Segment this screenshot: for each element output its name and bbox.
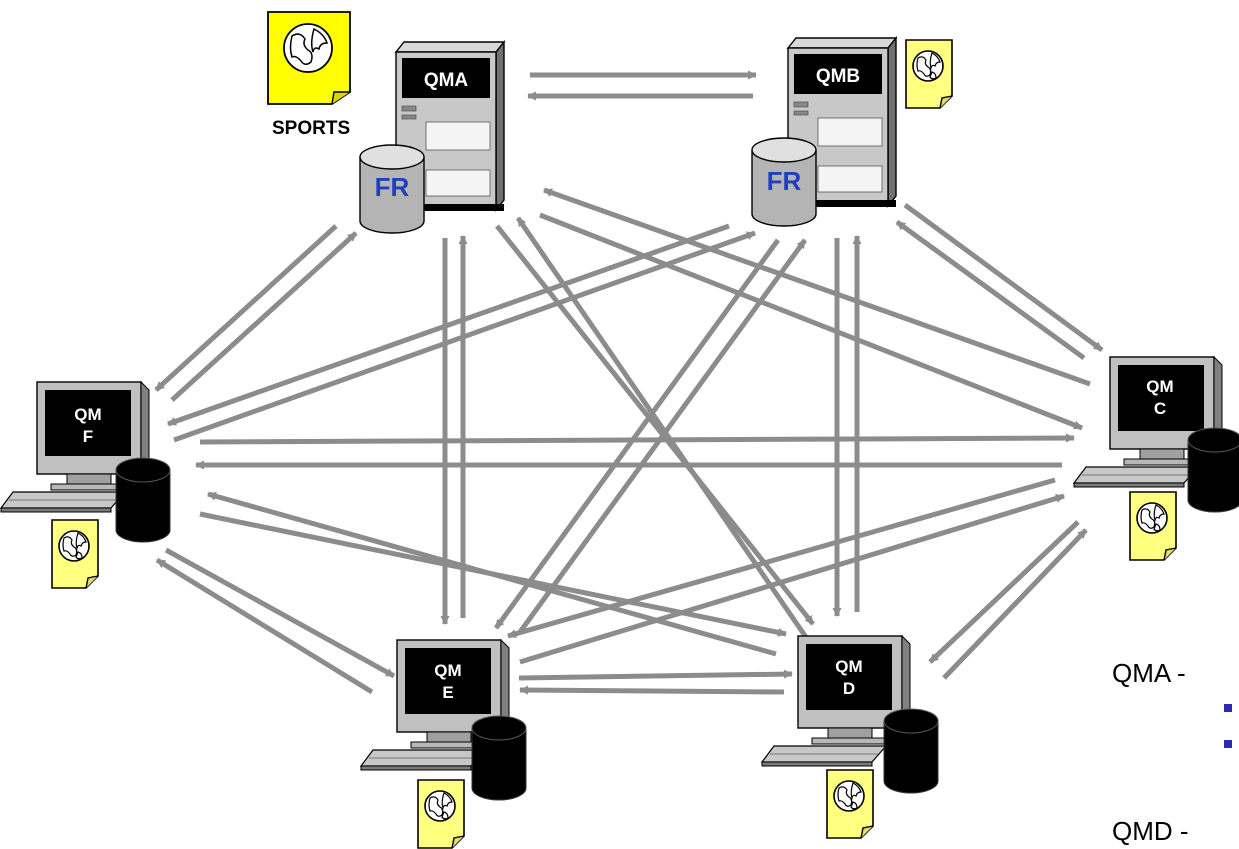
arrow-qmb-qmf <box>167 223 730 427</box>
repository-cylinder-qma: FR <box>359 144 425 234</box>
side-label-qma: QMA - <box>1112 658 1186 688</box>
bullet-marker-2 <box>1224 740 1232 748</box>
cluster-label: SPORTS <box>272 118 350 139</box>
server-qma-label: QMA <box>424 70 469 91</box>
document-icon-qmf <box>51 519 99 589</box>
sports-document-icon <box>267 11 351 105</box>
document-icon-qmc <box>1129 491 1177 561</box>
document-icon-qmb <box>905 39 953 109</box>
queue-cylinder-qme <box>471 715 527 801</box>
queue-manager-qmf[interactable]: QM F <box>0 381 171 543</box>
qme-label-line2: E <box>442 683 453 702</box>
repository-cylinder-qmb: FR <box>751 137 817 227</box>
qmc-label-line1: QM <box>1146 377 1173 396</box>
arrow-qmc-qme <box>507 477 1056 639</box>
queue-cylinder-qmc <box>1187 427 1239 513</box>
arrow-qme-qmc <box>519 493 1065 665</box>
arrow-qme-qmb <box>517 238 808 634</box>
repository-label-qmb: FR <box>767 166 802 196</box>
queue-cylinder-qmf <box>115 457 171 543</box>
qme-label-line1: QM <box>434 661 461 680</box>
arrow-qmd-qmc <box>942 528 1088 680</box>
arrow-qmd-qme <box>519 685 785 695</box>
arrow-qme-qmf <box>155 557 374 695</box>
arrow-qmc-qmb <box>895 219 1086 361</box>
arrow-qmb-qme <box>493 238 781 630</box>
arrow-qmd-qmf <box>207 491 777 657</box>
side-label-qmd: QMD - <box>1112 816 1189 846</box>
queue-cylinder-qmd <box>883 708 939 794</box>
arrow-qmc-qmd <box>928 520 1080 664</box>
arrow-qme-qmd <box>518 669 793 681</box>
qmf-label-line1: QM <box>74 405 101 424</box>
arrow-qma-qmc <box>539 212 1083 431</box>
arrow-qmf-qmc <box>199 433 1075 445</box>
arrow-qma-qmd <box>495 224 815 626</box>
qmf-label-line2: F <box>83 427 93 446</box>
arrow-qmc-qma <box>543 187 1091 387</box>
qmd-label-line2: D <box>843 679 855 698</box>
document-icon-qme <box>417 779 465 849</box>
document-icon-qmd <box>826 769 874 839</box>
arrow-qmb-qmc <box>903 202 1104 353</box>
bullet-marker-1 <box>1224 704 1232 712</box>
arrow-qma-qmf <box>154 224 338 392</box>
connection-arrows <box>154 70 1104 695</box>
qmc-label-line2: C <box>1154 399 1166 418</box>
queue-manager-qmd[interactable]: QM D <box>761 635 939 794</box>
server-qmb-label: QMB <box>816 66 860 87</box>
server-qma[interactable]: QMA FR <box>359 41 505 234</box>
arrow-qmf-qma <box>170 231 358 402</box>
queue-manager-qmc[interactable]: QM C <box>1073 356 1239 513</box>
repository-label-qma: FR <box>375 172 410 202</box>
server-qmb[interactable]: QMB FR <box>751 37 897 227</box>
arrow-qmf-qme <box>164 547 396 679</box>
qmd-label-line1: QM <box>835 657 862 676</box>
queue-manager-qme[interactable]: QM E <box>360 639 527 801</box>
